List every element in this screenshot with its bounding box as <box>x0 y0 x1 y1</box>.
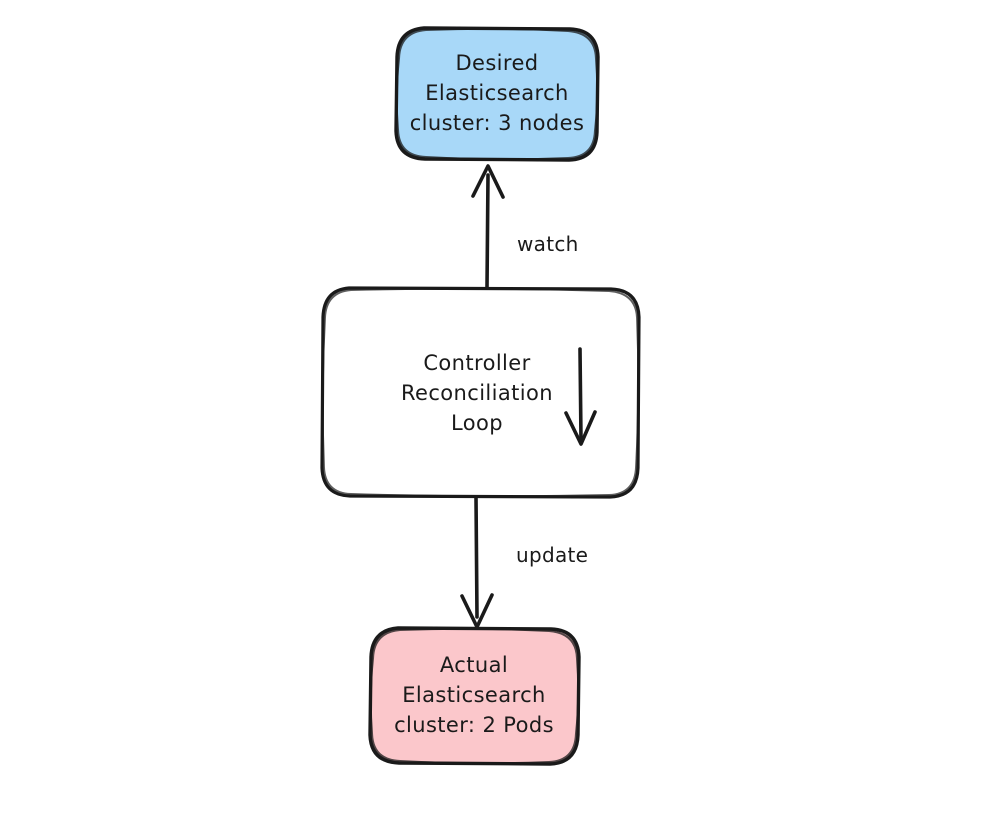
edge-watch[interactable] <box>471 164 505 290</box>
actual-state-node-shape <box>368 626 581 766</box>
edge-update[interactable] <box>460 495 494 629</box>
desired-state-node-shape-overstroke <box>395 27 599 161</box>
controller-node-shape-overstroke <box>321 287 640 498</box>
edge-update-line <box>474 495 479 619</box>
desired-state-node[interactable] <box>394 26 600 162</box>
desired-state-node-shape <box>394 26 600 162</box>
controller-node-shape <box>320 286 641 499</box>
edge-watch-arrowhead <box>471 164 505 199</box>
edge-watch-line <box>485 173 490 290</box>
down-arrow-icon <box>564 347 597 446</box>
actual-state-node[interactable] <box>368 626 581 766</box>
edge-update-arrowhead <box>460 593 494 629</box>
edge-update-label: update <box>516 543 589 567</box>
edge-watch-label: watch <box>517 232 579 256</box>
controller-node[interactable] <box>320 286 641 499</box>
actual-state-node-shape-overstroke <box>369 627 580 765</box>
